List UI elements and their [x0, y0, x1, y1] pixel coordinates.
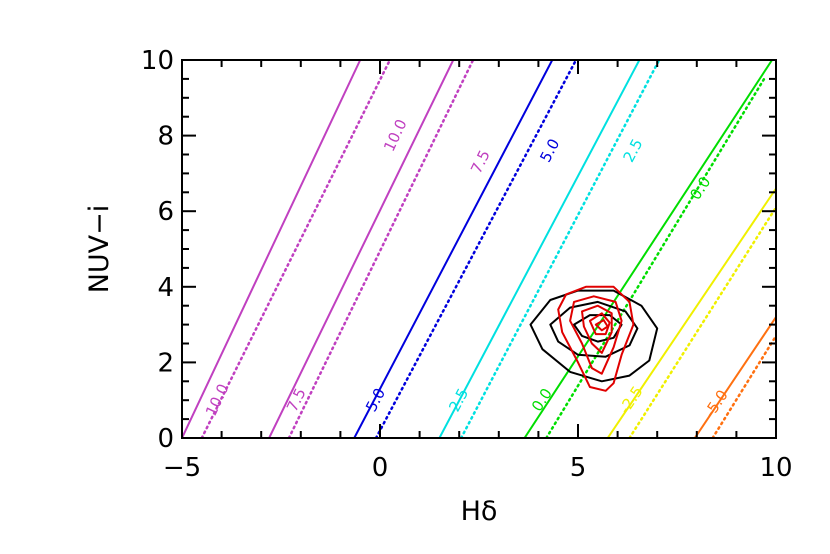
iso-line-solid-12 — [693, 316, 776, 438]
iso-line-dotted-5 — [374, 60, 578, 438]
contour-3 — [557, 285, 635, 392]
x-tick-label-0: −5 — [163, 453, 201, 483]
axis-ticks — [181, 59, 777, 439]
y-tick-label-1: 2 — [157, 348, 174, 378]
y-tick-label-5: 10 — [141, 46, 174, 76]
x-axis-title: Hδ — [461, 496, 498, 527]
iso-line-solid-8 — [523, 60, 773, 438]
iso-line-dotted-11 — [628, 206, 776, 438]
iso-line-solid-4 — [353, 60, 554, 438]
iso-line-solid-0 — [182, 60, 362, 438]
iso-line-dotted-1 — [200, 60, 392, 438]
iso-line-dotted-9 — [545, 77, 766, 438]
iso-line-solid-2 — [268, 60, 455, 438]
y-axis-title: NUV−i — [84, 205, 115, 294]
contour-4 — [569, 295, 623, 375]
iso-line-solid-10 — [606, 187, 776, 438]
x-tick-label-1: 0 — [372, 453, 389, 483]
y-tick-label-0: 0 — [157, 424, 174, 454]
iso-lines — [182, 60, 776, 438]
x-tick-label-3: 10 — [759, 453, 792, 483]
contour-5 — [581, 304, 613, 354]
x-tick-label-2: 5 — [570, 453, 587, 483]
contour-1 — [549, 300, 639, 358]
iso-line-dotted-3 — [287, 60, 475, 438]
iso-line-dotted-13 — [711, 334, 776, 438]
contour-7 — [594, 319, 609, 332]
y-tick-label-3: 6 — [157, 197, 174, 227]
density-contours — [529, 285, 659, 392]
y-tick-label-2: 4 — [157, 273, 174, 303]
iso-line-dotted-7 — [459, 60, 661, 438]
y-tick-label-4: 8 — [157, 122, 174, 152]
contour-6 — [588, 312, 611, 336]
iso-line-solid-6 — [438, 60, 641, 438]
